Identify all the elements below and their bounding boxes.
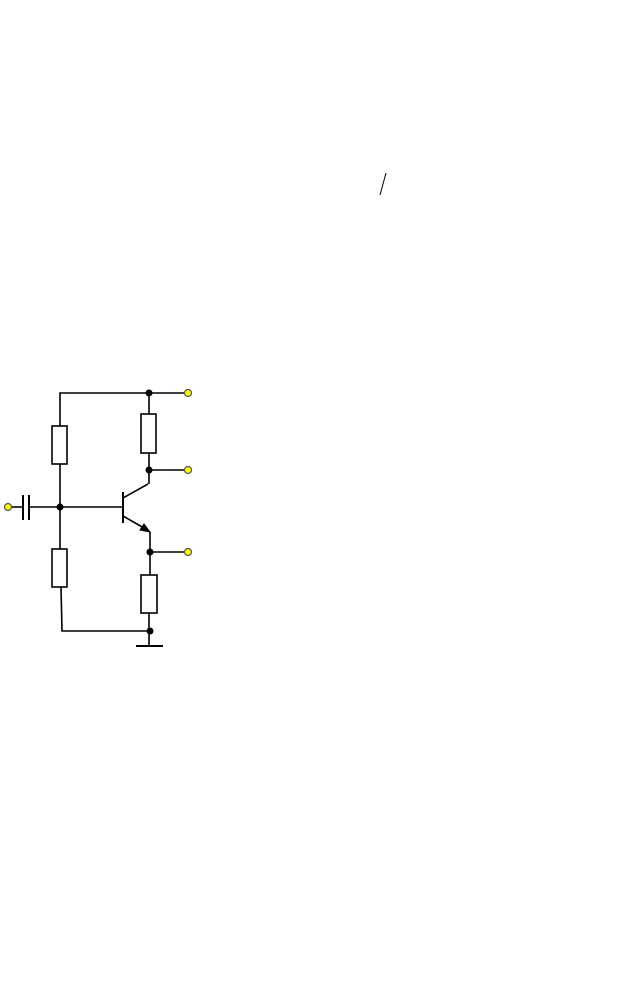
resistor-emitter [140,574,158,614]
junction-base [56,503,64,511]
resistor-bottom-left [51,548,68,588]
circuit-diagram [9,392,187,647]
supply-terminal[interactable] [183,388,193,398]
resistor-collector [140,413,157,454]
emitter-output-terminal[interactable] [183,547,193,557]
resistor-top-left [51,425,68,465]
npn-transistor-emitter-arrow [139,523,152,533]
npn-transistor-collector-leg [122,483,149,499]
junction-supply [145,389,153,397]
stray-slash-mark [379,172,387,196]
junction-ground [146,627,154,635]
supply-rail-wire [59,392,187,426]
input-terminal[interactable] [3,502,13,512]
ground-rail-wire [60,586,150,632]
junctions [56,389,154,635]
junction-emitter [146,548,154,556]
terminals [3,388,193,557]
collector-output-terminal[interactable] [183,465,193,475]
npn-transistor-emitter-leg [122,515,145,529]
junction-collector [145,466,153,474]
